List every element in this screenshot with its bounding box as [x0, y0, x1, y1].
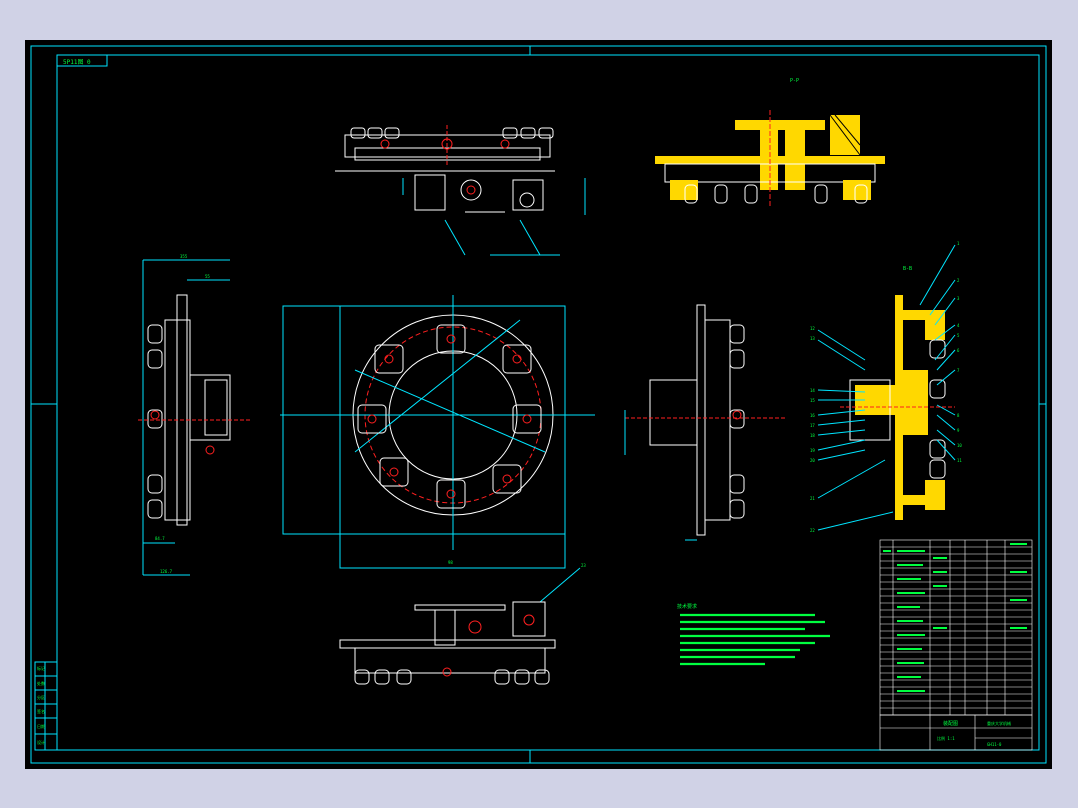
title-block	[879, 714, 1033, 751]
bottom-elevation-view	[339, 567, 581, 685]
top-elevation-view	[335, 125, 586, 256]
svg-text:日期: 日期	[37, 723, 45, 729]
section-view-top	[655, 110, 885, 208]
callout-15: 15	[810, 398, 815, 403]
tech-requirements-title: 技术要求	[677, 603, 697, 610]
technical-requirements: 技术要求	[677, 603, 830, 666]
right-side-view	[624, 304, 785, 541]
drawing-inner-border	[56, 54, 1040, 751]
callout-9: 9	[957, 428, 960, 433]
section-label-right: B-B	[903, 266, 912, 272]
callout-22: 22	[810, 528, 815, 533]
callout-11: 11	[957, 458, 962, 463]
callout-14: 14	[810, 388, 815, 393]
dim-355: 355	[180, 254, 188, 259]
callout-1: 1	[957, 241, 960, 246]
callout-13: 13	[810, 336, 815, 341]
section-label-top: P-P	[790, 78, 799, 84]
parts-list	[879, 539, 1033, 716]
title-block-drawing-no: GH11-0	[987, 742, 1002, 747]
dim-55: 55	[205, 274, 210, 279]
dim-84-7: 84.7	[155, 536, 165, 541]
callout-5: 5	[957, 333, 960, 338]
callout-7: 7	[957, 368, 960, 373]
title-block-company: 重庆大学机械	[987, 720, 1011, 726]
svg-text:标记: 标记	[37, 665, 45, 671]
title-block-sheet: 比例 1:1	[937, 735, 955, 741]
callout-18: 18	[810, 433, 815, 438]
svg-text:签名: 签名	[37, 708, 45, 714]
left-side-view: 355 55 84.7 126.7	[138, 254, 250, 576]
callout-12: 12	[810, 326, 815, 331]
dim-126-7: 126.7	[160, 569, 173, 574]
callout-6: 6	[957, 348, 960, 353]
revision-box	[34, 661, 58, 751]
svg-text:设计: 设计	[37, 739, 45, 745]
svg-text:处数: 处数	[37, 680, 45, 686]
main-plan-view: 98	[280, 295, 595, 569]
callout-10: 10	[957, 443, 962, 448]
dim-98: 98	[448, 560, 453, 565]
callout-19: 19	[810, 448, 815, 453]
callout-23: 23	[581, 563, 586, 568]
callout-4: 4	[957, 323, 960, 328]
stamp-box	[56, 54, 108, 67]
callout-2: 2	[957, 278, 960, 283]
drawing-canvas[interactable]: 5P11图 0 标记处数分区 签名日期设计	[25, 40, 1052, 769]
callout-17: 17	[810, 423, 815, 428]
callout-16: 16	[810, 413, 815, 418]
callout-20: 20	[810, 458, 815, 463]
callout-3: 3	[957, 296, 960, 301]
stamp-text: 5P11图 0	[63, 59, 91, 66]
title-block-assembly-name: 装配图	[943, 720, 958, 727]
callout-8: 8	[957, 413, 960, 418]
section-view-right: 1 2 3 4 5 6 7 8 9 10 11 12 13 14 15 16 1…	[581, 241, 962, 568]
callout-21: 21	[810, 496, 815, 501]
svg-text:分区: 分区	[37, 694, 45, 700]
